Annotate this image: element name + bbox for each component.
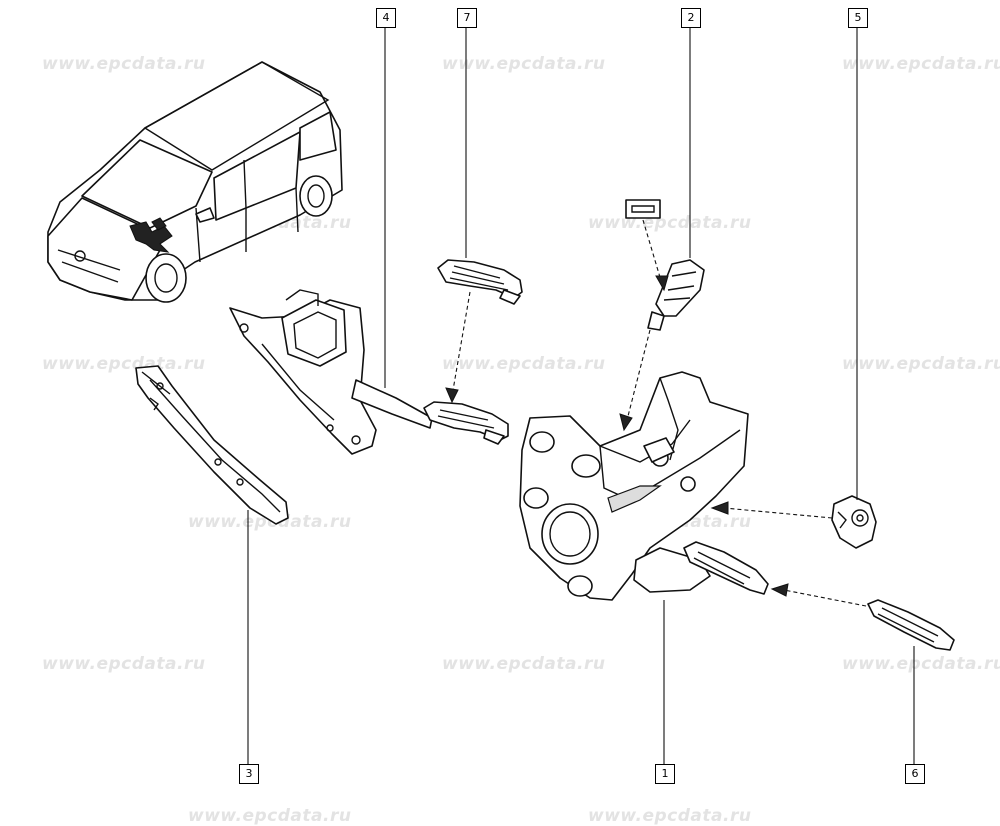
- leader-lines: [247, 25, 915, 764]
- callout-3[interactable]: 3: [239, 764, 259, 784]
- part-7-pedal-pad: [437, 259, 523, 305]
- watermark: www.epcdata.ru: [188, 512, 352, 532]
- pedal-pad-installed: [423, 401, 509, 445]
- watermark: www.epcdata.ru: [42, 54, 206, 74]
- watermark: www.epcdata.ru: [42, 654, 206, 674]
- callout-7[interactable]: 7: [457, 8, 477, 28]
- part-2-switch: [625, 199, 705, 331]
- watermark: www.epcdata.ru: [42, 354, 206, 374]
- part-1-pedal-box: [519, 371, 749, 601]
- watermark: www.epcdata.ru: [842, 654, 1000, 674]
- pedal-pad-brake-installed: [683, 541, 769, 595]
- callout-4[interactable]: 4: [376, 8, 396, 28]
- part-6-brake-pad: [867, 599, 955, 651]
- callout-1[interactable]: 1: [655, 764, 675, 784]
- part-3-bracket: [135, 365, 289, 525]
- watermark: www.epcdata.ru: [442, 354, 606, 374]
- callout-6[interactable]: 6: [905, 764, 925, 784]
- part-5-clip: [831, 495, 877, 549]
- callout-2[interactable]: 2: [681, 8, 701, 28]
- watermark: www.epcdata.ru: [842, 54, 1000, 74]
- part-4-accelerator-pedal: [229, 289, 433, 455]
- assembly-arrows: [445, 219, 867, 607]
- callout-5[interactable]: 5: [848, 8, 868, 28]
- watermark: www.epcdata.ru: [442, 654, 606, 674]
- watermark: www.epcdata.ru: [842, 354, 1000, 374]
- watermark: www.epcdata.ru: [442, 54, 606, 74]
- vehicle-locator: [47, 61, 343, 303]
